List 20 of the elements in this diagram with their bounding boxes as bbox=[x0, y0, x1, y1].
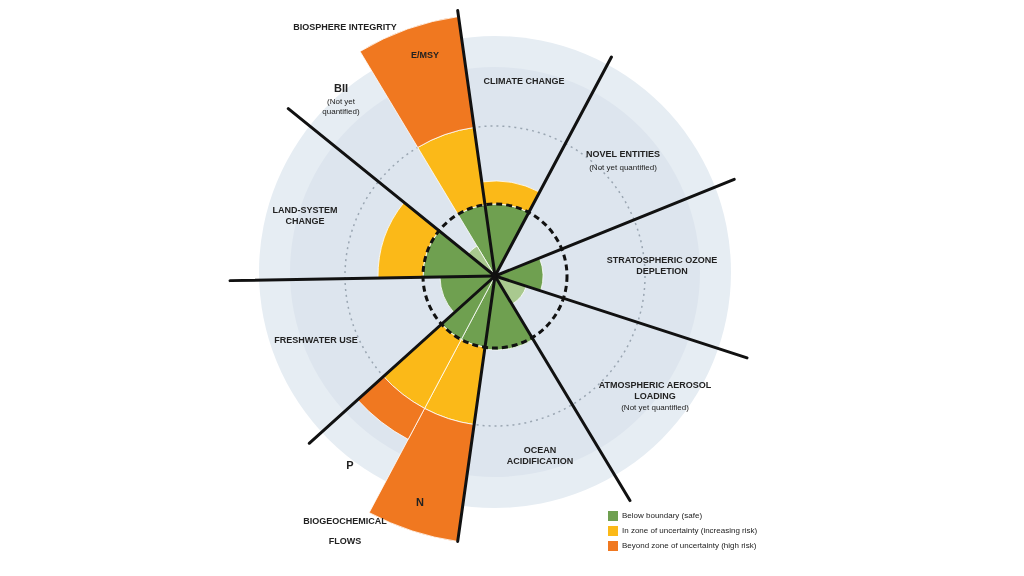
note-text: (Not yet quantified) bbox=[321, 97, 361, 117]
note-text: (Not yet quantified) bbox=[621, 403, 689, 413]
category-label: BII bbox=[333, 82, 349, 96]
category-label: ATMOSPHERIC AEROSOL LOADING bbox=[597, 380, 713, 403]
category-label: E/MSY bbox=[411, 50, 439, 62]
legend-text: Beyond zone of uncertainty (high risk) bbox=[622, 540, 757, 552]
category-label: N bbox=[416, 496, 424, 510]
category-label: FLOWS bbox=[328, 536, 362, 548]
category-label: NOVEL ENTITIES bbox=[586, 149, 660, 161]
category-label: P bbox=[346, 459, 354, 473]
category-label: LAND-SYSTEM CHANGE bbox=[271, 205, 339, 228]
legend-text: Below boundary (safe) bbox=[622, 510, 703, 522]
note-text: (Not yet quantified) bbox=[589, 163, 657, 173]
category-label: CLIMATE CHANGE bbox=[483, 76, 565, 88]
category-label: OCEAN ACIDIFICATION bbox=[505, 445, 575, 468]
legend-text: In zone of uncertainty (increasing risk) bbox=[622, 525, 758, 537]
category-label: BIOGEOCHEMICAL bbox=[303, 516, 387, 528]
category-label: STRATOSPHERIC OZONE DEPLETION bbox=[605, 255, 719, 278]
category-label: BIOSPHERE INTEGRITY bbox=[293, 22, 397, 34]
category-label: FRESHWATER USE bbox=[274, 335, 358, 347]
